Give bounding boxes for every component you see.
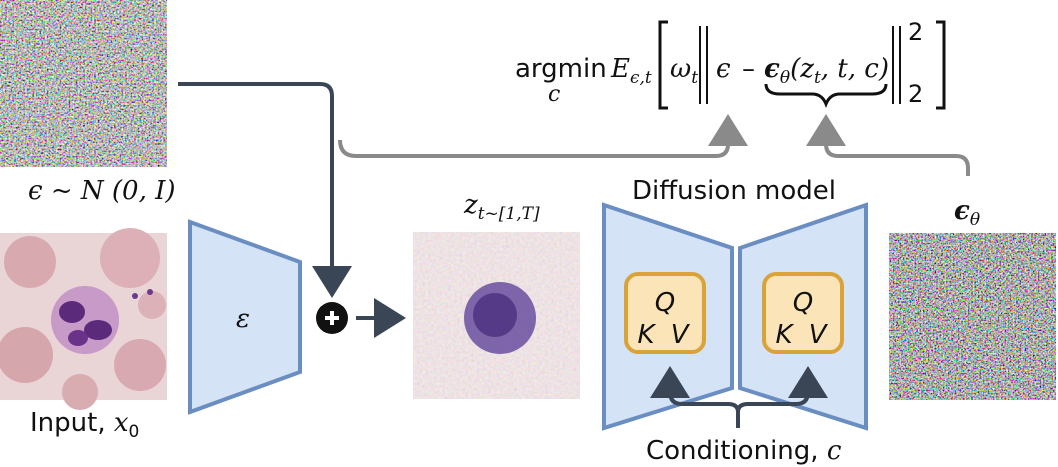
conditioning-label: Conditioning, c <box>646 436 842 466</box>
encoder-label: ε <box>236 304 250 334</box>
query-label: Q <box>654 288 676 318</box>
latent-label: zt~[1,T] <box>464 190 540 224</box>
diffusion-model-label: Diffusion model <box>632 176 837 206</box>
key-value-label: K V <box>775 320 831 350</box>
predicted-noise-image <box>889 233 1056 400</box>
minus-sign: – <box>742 54 755 84</box>
argmin-label: argmin <box>515 54 607 84</box>
noise-to-add-arrow <box>178 82 352 298</box>
predicted-noise-term: ϵθ(zt, t, c) <box>764 54 889 88</box>
noisy-latent-image <box>413 232 580 399</box>
conditioning-to-qkv2-arrow <box>736 366 828 413</box>
add-node <box>316 302 348 334</box>
argmin-subscript: c <box>548 82 561 107</box>
underbrace <box>764 83 888 109</box>
norm-subscript: 2 <box>908 80 924 108</box>
expectation-label: Eϵ,t <box>611 54 652 88</box>
loss-right-bracket <box>936 20 946 110</box>
input-image <box>0 228 167 410</box>
eps-theta-label: ϵθ <box>954 196 981 230</box>
key-value-label: K V <box>637 320 693 350</box>
noise-to-loss-arrow <box>338 114 748 158</box>
encoder-block <box>188 219 302 415</box>
noise-label: ϵ ~ N (0, I) <box>28 176 176 206</box>
cross-attention-block-1: Q K V <box>624 272 706 354</box>
norm-power: 2 <box>908 18 924 46</box>
cross-attention-block-2: Q K V <box>762 272 844 354</box>
true-noise-symbol: ϵ <box>716 54 731 84</box>
query-label: Q <box>792 288 814 318</box>
prediction-to-loss-arrow <box>806 114 970 176</box>
loss-left-bracket <box>658 20 668 110</box>
input-label: Input, x0 <box>30 408 140 442</box>
weight-label: ωt <box>670 54 699 88</box>
noise-image <box>0 0 167 167</box>
